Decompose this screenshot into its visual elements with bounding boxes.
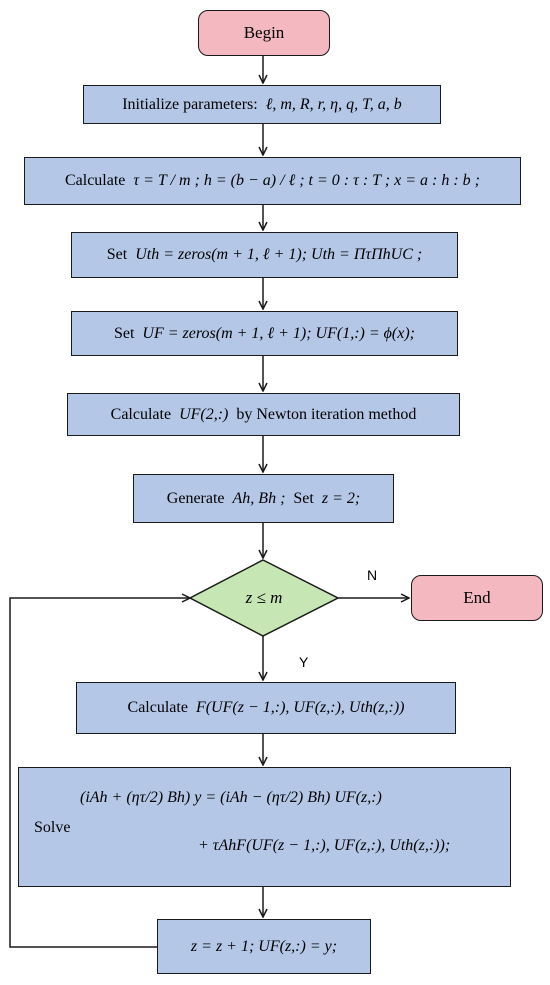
generate-formula: Ah, Bh ; [232, 489, 286, 507]
no-label: N [367, 567, 378, 583]
set1-word: Set [106, 246, 128, 263]
update-box: z = z + 1; UF(z,:) = y; [157, 919, 371, 974]
end-label: End [463, 588, 491, 607]
loop-back-arrow [9, 598, 190, 948]
init-box: Initialize parameters: ℓ, m, R, r, η, q,… [83, 85, 441, 124]
calc2-box: Calculate UF(2,:) by Newton iteration me… [67, 393, 460, 436]
calc3-formula: F(UF(z − 1,:), UF(z,:), Uth(z,:)) [195, 699, 405, 716]
solve-line-2: + τAhF(UF(z − 1,:), UF(z,:), Uth(z,:)); [198, 837, 451, 854]
yes-label: Y [299, 654, 309, 670]
init-params: ℓ, m, R, r, η, q, T, a, b [265, 95, 402, 113]
calc1-box: Calculate τ = T / m ; h = (b − a) / ℓ ; … [24, 157, 521, 205]
calc1-word: Calculate [64, 172, 126, 189]
set1-box: Set Uth = zeros(m + 1, ℓ + 1); Uth = ΠτΠ… [71, 232, 458, 278]
generate-word: Generate [166, 489, 225, 507]
solve-line-1: (iAh + (ητ/2) Bh) y = (iAh − (ητ/2) Bh) … [80, 789, 382, 806]
calc3-box: Calculate F(UF(z − 1,:), UF(z,:), Uth(z,… [76, 682, 456, 734]
calc1-formula: τ = T / m ; h = (b − a) / ℓ ; t = 0 : τ … [133, 172, 480, 189]
init-text: Initialize parameters: [122, 95, 258, 113]
update-formula: z = z + 1; UF(z,:) = y; [190, 937, 338, 955]
begin-terminal: Begin [198, 10, 330, 56]
decision-label: z ≤ m [245, 588, 283, 607]
solve-content: Solve (iAh + (ητ/2) Bh) y = (iAh − (ητ/2… [18, 767, 511, 887]
end-terminal: End [411, 575, 543, 621]
decision-diamond [188, 559, 340, 637]
calc2-tail: by Newton iteration method [236, 405, 417, 423]
set2-box: Set UF = zeros(m + 1, ℓ + 1); UF(1,:) = … [71, 311, 458, 356]
generate-set: Set [293, 489, 314, 507]
begin-label: Begin [243, 23, 285, 42]
solve-word: Solve [34, 819, 71, 836]
calc2-formula: UF(2,:) [179, 405, 229, 423]
generate-z: z = 2; [321, 489, 361, 507]
set2-formula: UF = zeros(m + 1, ℓ + 1); UF(1,:) = ϕ(x)… [142, 324, 416, 342]
solve-box [18, 767, 511, 887]
set2-word: Set [113, 324, 135, 342]
calc3-word: Calculate [127, 699, 188, 716]
generate-box: Generate Ah, Bh ; Set z = 2; [133, 474, 394, 523]
calc2-word: Calculate [110, 405, 172, 423]
set1-formula: Uth = zeros(m + 1, ℓ + 1); Uth = ΠτΠhUC … [135, 246, 423, 263]
